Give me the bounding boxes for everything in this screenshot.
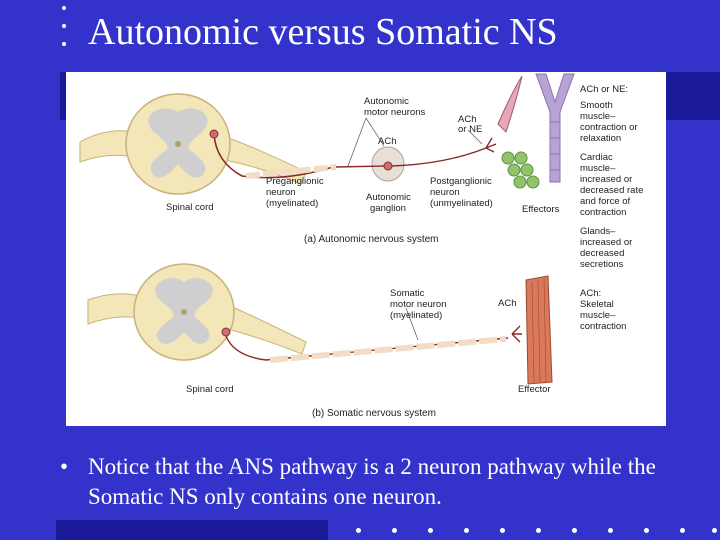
label-cardiac-5: and force of [580, 196, 631, 207]
label-autonomic-motor-1: Autonomic [364, 96, 409, 107]
postganglionic-cell-body [383, 161, 393, 171]
myelin-sheath-top [245, 164, 337, 179]
muscle-striations [531, 277, 547, 383]
label-glands-4: secretions [580, 259, 624, 270]
label-cardiac-1: Cardiac [580, 152, 613, 163]
label-preganglionic-3: (myelinated) [266, 198, 318, 209]
varicosities-top [485, 137, 497, 153]
leader-autonomic-motor [347, 117, 385, 167]
caption-autonomic: (a) Autonomic nervous system [304, 234, 439, 245]
central-canal-top [175, 141, 181, 147]
label-postganglionic-2: neuron [430, 187, 460, 198]
label-smooth-1: Smooth [580, 100, 613, 111]
bullet-text: Notice that the ANS pathway is a 2 neuro… [88, 454, 656, 509]
label-somatic-3: (myelinated) [390, 310, 442, 321]
label-ach-colon: ACh: [580, 288, 601, 299]
label-postganglionic-3: (unmyelinated) [430, 198, 493, 209]
bottom-band [56, 520, 328, 540]
preganglionic-terminal [335, 165, 385, 168]
caption-somatic: (b) Somatic nervous system [312, 408, 436, 419]
label-smooth-4: relaxation [580, 133, 621, 144]
label-ach-ne-2: or NE [458, 124, 482, 135]
decorative-dots-bottom [328, 528, 720, 536]
label-preganglionic-2: neuron [266, 187, 296, 198]
label-ach-ganglion: ACh [378, 136, 396, 147]
label-smooth-2: muscle– [580, 111, 616, 122]
label-ach-bottom: ACh [498, 298, 516, 309]
postganglionic-axon [391, 147, 487, 167]
label-glands-3: decreased [580, 248, 624, 259]
preganglionic-cell-body [209, 129, 219, 139]
label-cardiac-2: muscle– [580, 163, 616, 174]
neuromuscular-junction [511, 325, 522, 343]
label-postganglionic-1: Postganglionic [430, 176, 492, 187]
label-cardiac-4: decreased rate [580, 185, 643, 196]
label-muscle: muscle– [580, 310, 616, 321]
label-autonomic-motor-2: motor neurons [364, 107, 426, 118]
label-somatic-2: motor neuron [390, 299, 447, 310]
ans-vs-somatic-diagram: Autonomic motor neurons ACh ACh or NE Pr… [66, 72, 666, 426]
label-ganglion-2: ganglion [370, 203, 406, 214]
leader-somatic [405, 307, 419, 341]
label-contraction: contraction [580, 321, 626, 332]
blood-vessel [535, 73, 575, 183]
label-ganglion-1: Autonomic [366, 192, 411, 203]
label-skeletal: Skeletal [580, 299, 614, 310]
label-cardiac-3: increased or [580, 174, 632, 185]
central-canal-bottom [181, 309, 187, 315]
label-smooth-3: contraction or [580, 122, 638, 133]
label-effector: Effector [518, 384, 551, 395]
label-glands-2: increased or [580, 237, 632, 248]
label-spinal-cord-bottom: Spinal cord [186, 384, 234, 395]
label-ach-or-ne-header: ACh or NE: [580, 84, 628, 95]
somatic-axon [225, 335, 509, 361]
label-ach-ne-1: ACh [458, 114, 476, 125]
label-cardiac-6: contraction [580, 207, 626, 218]
nerve-root-right-bottom [223, 303, 307, 355]
decorative-dots [62, 6, 70, 54]
nerve-root-left-bottom [87, 293, 141, 325]
gland-cells [501, 151, 540, 189]
slide-title: Autonomic versus Somatic NS [88, 11, 558, 53]
label-glands-1: Glands– [580, 226, 616, 237]
label-somatic-1: Somatic [390, 288, 425, 299]
bullet-symbol: • [60, 454, 69, 479]
preganglionic-axon [213, 133, 337, 179]
myelin-sheath-bottom [269, 336, 507, 363]
label-preganglionic-1: Preganglionic [266, 176, 324, 187]
somatic-cell-body [221, 327, 231, 337]
label-spinal-cord-top: Spinal cord [166, 202, 214, 213]
smooth-muscle-cell [497, 75, 523, 133]
leader-ach-ne [467, 129, 483, 145]
diagram-svg: Autonomic motor neurons ACh ACh or NE Pr… [79, 73, 643, 419]
label-effectors: Effectors [522, 204, 560, 215]
